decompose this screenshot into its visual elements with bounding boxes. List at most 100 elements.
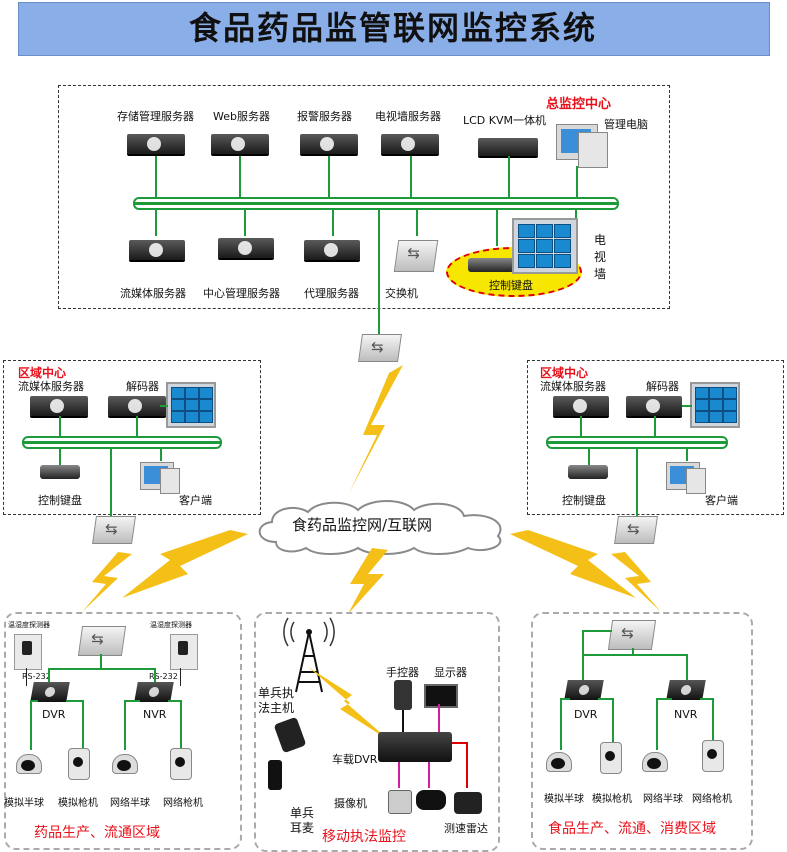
zone-left-rs-left: RS-232: [22, 672, 51, 681]
zone-left-dvr-label: DVR: [42, 708, 66, 721]
zone-left-cam-3: 网络枪机: [163, 798, 203, 809]
network-gun-camera-icon: [702, 740, 724, 772]
right-streaming-icon: [553, 396, 609, 416]
zone-mid-label: 移动执法监控: [322, 829, 406, 845]
center-label: 总监控中心: [546, 97, 612, 112]
car-dvr-icon: [378, 732, 452, 762]
temp-sensor-icon: [14, 634, 42, 670]
tvwall-server-icon: [381, 134, 439, 154]
left-region-label: 区域中心: [18, 366, 67, 380]
network-label: 食药品监控网/互联网: [292, 516, 433, 534]
zone-right-cam-3: 网络枪机: [692, 794, 732, 805]
center-box: [58, 85, 670, 309]
right-client-label: 客户端: [705, 494, 738, 507]
left-keyboard-label: 控制键盘: [38, 494, 82, 507]
zone-left-nvr-icon: [134, 682, 174, 702]
network-gun-camera-icon: [170, 748, 192, 780]
tvwall-server-label: 电视墙服务器: [375, 110, 441, 123]
lightning-icon: [611, 552, 661, 612]
right-decoder-icon: [626, 396, 682, 416]
analog-gun-camera-icon: [600, 742, 622, 774]
camera-icon: [388, 790, 412, 814]
left-decoder-icon: [108, 396, 166, 416]
web-server-icon: [211, 134, 269, 154]
lightning-icon: [348, 548, 388, 614]
zone-right-switch-icon: ⇆: [607, 620, 657, 650]
left-region-box: [3, 360, 261, 515]
alarm-server-label: 报警服务器: [297, 110, 352, 123]
headset-icon: [268, 760, 282, 790]
kvm-icon: [478, 138, 538, 156]
analog-gun-camera-icon: [68, 748, 90, 780]
zone-mid-mic-label: 单兵 耳麦: [290, 806, 315, 835]
zone-mid-box: [254, 612, 500, 852]
zone-right-dvr-label: DVR: [574, 708, 598, 721]
zone-right-nvr-icon: [666, 680, 706, 700]
right-keyboard-label: 控制键盘: [562, 494, 606, 507]
streaming-server-label: 流媒体服务器: [120, 287, 186, 300]
zone-mid-display-label: 显示器: [434, 666, 467, 679]
web-server-label: Web服务器: [213, 110, 270, 123]
zone-left-sensor-right-label: 温湿度探测器: [150, 621, 192, 629]
camera-icon: [416, 790, 446, 810]
right-keyboard-icon: [568, 465, 608, 479]
right-tv-wall-icon: [690, 382, 740, 428]
switch-label: 交换机: [385, 287, 418, 300]
lightning-icon: [349, 365, 403, 493]
lightning-icon: [122, 530, 248, 598]
center-mgmt-server-icon: [218, 238, 274, 258]
center-keyboard-label: 控制键盘: [489, 279, 533, 292]
zone-right-nvr-label: NVR: [674, 708, 698, 721]
lightning-icon: [82, 552, 132, 612]
storage-server-icon: [127, 134, 185, 154]
left-region-bus: [22, 436, 222, 449]
left-streaming-label: 流媒体服务器: [18, 380, 84, 393]
center-mgmt-server-label: 中心管理服务器: [203, 287, 280, 300]
display-icon: [424, 684, 458, 708]
zone-left-label: 药品生产、流通区域: [34, 825, 160, 841]
zone-right-box: [531, 612, 753, 850]
right-decoder-label: 解码器: [646, 380, 679, 393]
zone-right-cam-2: 网络半球: [643, 794, 683, 805]
zone-left-nvr-label: NVR: [143, 708, 167, 721]
zone-right-label: 食品生产、流通、消费区域: [548, 821, 716, 837]
title-banner: [18, 2, 770, 56]
lightning-icon: [510, 530, 636, 598]
temp-sensor-icon: [170, 634, 198, 670]
mgmt-pc-label: 管理电脑: [604, 118, 648, 131]
right-region-label: 区域中心: [540, 366, 589, 380]
tv-wall-label: 电 视 墙: [594, 233, 607, 281]
zone-mid-controller-label: 手控器: [386, 666, 419, 679]
kvm-label: LCD KVM一体机: [463, 114, 547, 127]
proxy-server-icon: [304, 240, 360, 260]
center-bus: [133, 197, 619, 210]
zone-mid-car-dvr-label: 车载DVR: [332, 753, 378, 766]
zone-mid-host-label: 单兵执 法主机: [258, 686, 295, 715]
speed-radar-icon: [454, 792, 482, 814]
zone-mid-radar-label: 测速雷达: [444, 822, 488, 835]
hand-controller-icon: [394, 680, 412, 710]
center-keyboard-icon: [468, 258, 514, 272]
left-decoder-label: 解码器: [126, 380, 159, 393]
right-streaming-label: 流媒体服务器: [540, 380, 606, 393]
alarm-server-icon: [300, 134, 358, 154]
network-dome-camera-icon: [642, 752, 668, 772]
left-client-label: 客户端: [179, 494, 212, 507]
zone-left-cam-2: 网络半球: [110, 798, 150, 809]
zone-left-dvr-icon: [30, 682, 70, 702]
left-streaming-icon: [30, 396, 88, 416]
right-region-box: [527, 360, 784, 515]
tv-wall-icon: [512, 218, 578, 274]
left-tv-wall-icon: [166, 382, 216, 428]
zone-left-switch-icon: ⇆: [77, 626, 127, 656]
proxy-server-label: 代理服务器: [304, 287, 359, 300]
analog-dome-camera-icon: [546, 752, 572, 772]
zone-left-rs-right: RS-232: [149, 672, 178, 681]
zone-left-cam-0: 模拟半球: [4, 798, 44, 809]
storage-server-label: 存储管理服务器: [117, 110, 194, 123]
page-title: 食品药品监管联网监控系统: [188, 9, 597, 47]
zone-mid-camera-label: 摄像机: [334, 797, 367, 810]
streaming-server-icon: [129, 240, 185, 260]
radio-tower-icon: [283, 617, 335, 693]
center-link-switch-icon: ⇆: [358, 334, 402, 362]
